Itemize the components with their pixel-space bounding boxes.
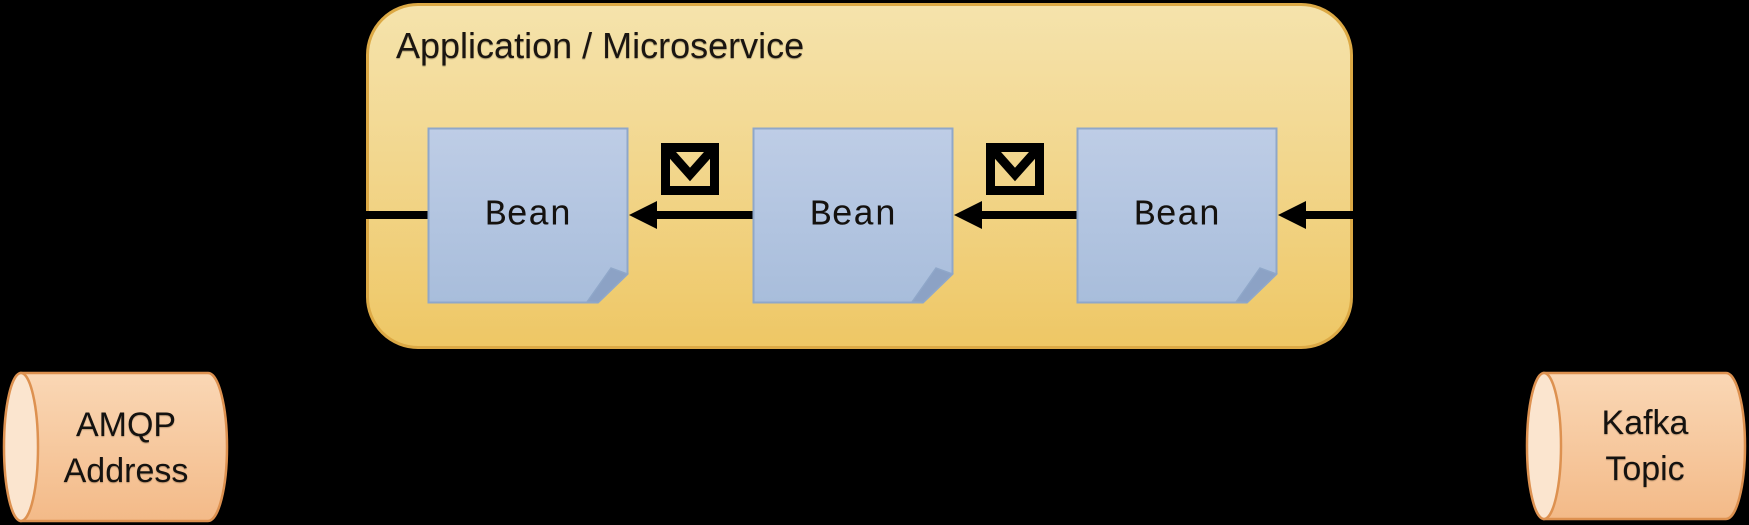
bean-label-3: Bean <box>1134 195 1220 236</box>
kafka-topic-label: Kafka Topic <box>1558 372 1732 520</box>
kafka-label-line1: Kafka <box>1601 404 1689 442</box>
cylinder-cap <box>2 371 40 523</box>
note-fold-icon <box>585 267 629 304</box>
cylinder-body <box>19 371 229 523</box>
cylinder-body <box>1542 371 1747 521</box>
message-envelope-icon <box>986 143 1044 195</box>
amqp-address-cylinder <box>2 371 229 523</box>
note-fold-icon <box>1234 267 1278 304</box>
cylinder-cap <box>1525 371 1563 521</box>
bean-label-1: Bean <box>485 195 571 236</box>
bean-label-2: Bean <box>810 195 896 236</box>
flow-arrow-bean2-to-bean1-line <box>651 211 755 219</box>
bean-note-3: Bean <box>1076 127 1278 304</box>
container-title: Application / Microservice <box>396 25 805 66</box>
flow-arrow-out-left-line <box>357 211 429 219</box>
note-fold-icon <box>910 267 954 304</box>
message-envelope-icon <box>661 143 719 195</box>
flow-arrow-in-right-line <box>1301 211 1358 219</box>
flow-arrow-bean3-to-bean2-head <box>954 201 982 229</box>
bean-note-1: Bean <box>427 127 629 304</box>
kafka-topic-cylinder <box>1525 371 1747 521</box>
amqp-address-label: AMQP Address <box>40 374 212 522</box>
flow-arrow-in-right-head <box>1278 201 1306 229</box>
flow-arrow-bean3-to-bean2-line <box>977 211 1079 219</box>
bean-note-2: Bean <box>752 127 954 304</box>
flow-arrow-bean2-to-bean1-head <box>629 201 657 229</box>
amqp-label-line2: Address <box>63 452 189 490</box>
amqp-label-line1: AMQP <box>75 406 177 444</box>
kafka-label-line2: Topic <box>1605 450 1685 488</box>
